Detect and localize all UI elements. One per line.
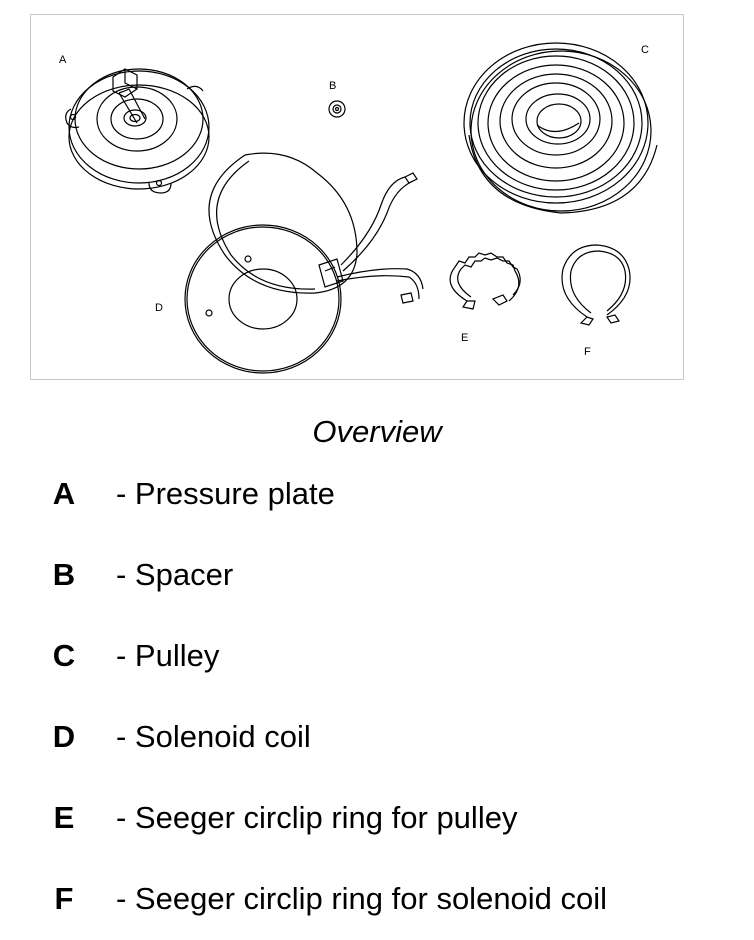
figure-label-e: E: [461, 332, 468, 344]
legend-description: - Pressure plate: [116, 476, 335, 511]
parts-diagram: A B C D E F: [30, 14, 684, 380]
legend-letter: C: [52, 638, 76, 673]
figure-caption: Overview: [312, 414, 442, 449]
legend-letter: A: [52, 476, 76, 511]
pulley-drawing: [463, 42, 658, 214]
circlip-solenoid-drawing: [561, 244, 631, 326]
figure-label-f: F: [584, 346, 591, 358]
legend-description: - Seeger circlip ring for solenoid coil: [116, 881, 608, 916]
legend-letter: B: [52, 557, 76, 592]
legend-letter: D: [52, 719, 76, 754]
figure-label-d: D: [155, 302, 163, 314]
spacer-drawing: [328, 100, 346, 118]
circlip-pulley-drawing: [449, 252, 521, 310]
pressure-plate-drawing: [65, 68, 210, 194]
legend-item-f: F - Seeger circlip ring for solenoid coi…: [0, 877, 754, 921]
legend-item-a: A - Pressure plate: [0, 472, 754, 516]
legend-item-d: D - Solenoid coil: [0, 715, 754, 759]
solenoid-coil-drawing: [184, 152, 424, 374]
legend-letter: F: [54, 881, 74, 916]
legend-letter: E: [53, 800, 75, 835]
legend-description: - Pulley: [116, 638, 220, 673]
legend-description: - Solenoid coil: [116, 719, 311, 754]
legend-description: - Spacer: [116, 557, 234, 592]
legend-item-b: B - Spacer: [0, 553, 754, 597]
figure-label-c: C: [641, 44, 649, 56]
legend-item-e: E - Seeger circlip ring for pulley: [0, 796, 754, 840]
parts-drawing: A B C D E F: [59, 42, 658, 374]
legend-item-c: C - Pulley: [0, 634, 754, 678]
legend-description: - Seeger circlip ring for pulley: [116, 800, 518, 835]
figure-label-a: A: [59, 54, 67, 66]
figure-label-b: B: [329, 80, 336, 92]
